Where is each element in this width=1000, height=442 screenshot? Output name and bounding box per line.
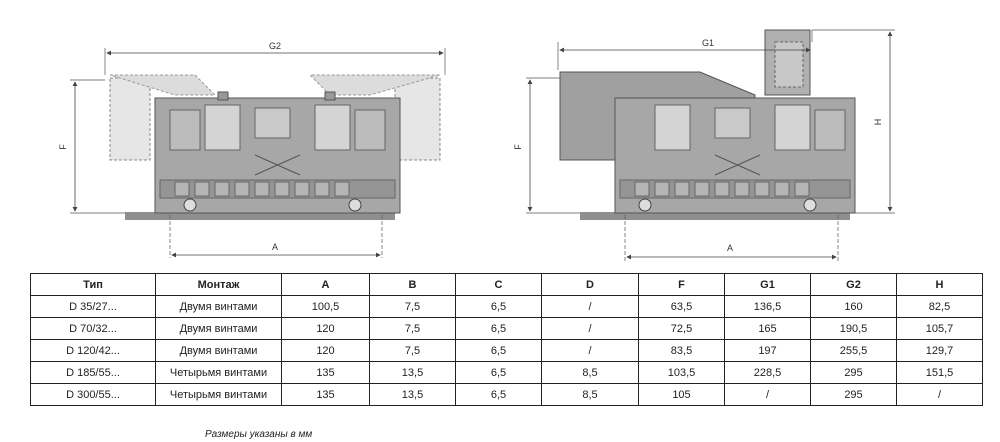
cell-g1: 136,5	[724, 295, 811, 318]
header-d: D	[541, 273, 639, 296]
header-b: B	[369, 273, 456, 296]
left-f-label: F	[58, 144, 68, 150]
left-terminal-drawing: G2 F A	[58, 41, 446, 258]
cell-type: D 120/42...	[30, 339, 156, 362]
cell-h: /	[896, 383, 983, 406]
cell-d: 8,5	[541, 383, 639, 406]
cell-f: 83,5	[638, 339, 725, 362]
header-a: A	[281, 273, 370, 296]
cell-b: 7,5	[369, 339, 456, 362]
cell-f: 63,5	[638, 295, 725, 318]
cell-f: 72,5	[638, 317, 725, 340]
cell-c: 6,5	[455, 295, 542, 318]
header-type: Тип	[30, 273, 156, 296]
cell-b: 7,5	[369, 317, 456, 340]
cell-g2: 190,5	[810, 317, 897, 340]
right-f-label: F	[513, 144, 523, 150]
left-g2-label: G2	[269, 41, 281, 51]
technical-drawings: G2 F A	[58, 29, 895, 262]
cell-h: 82,5	[896, 295, 983, 318]
cell-d: /	[541, 339, 639, 362]
cell-a: 120	[281, 339, 370, 362]
cell-g2: 295	[810, 361, 897, 384]
cell-g1: 165	[724, 317, 811, 340]
cell-c: 6,5	[455, 361, 542, 384]
left-screw-right	[348, 198, 362, 212]
right-g1-label: G1	[702, 38, 714, 48]
table-row: D 35/27... Двумя винтами 100,5 7,5 6,5 /…	[30, 295, 983, 318]
cell-b: 13,5	[369, 361, 456, 384]
cell-h: 129,7	[896, 339, 983, 362]
cell-mounting: Двумя винтами	[155, 339, 282, 362]
left-dashed-cover-right	[394, 77, 441, 161]
cell-type: D 300/55...	[30, 383, 156, 406]
right-h-label: H	[873, 119, 883, 126]
cell-d: /	[541, 295, 639, 318]
right-mounting-plate	[580, 212, 850, 220]
cell-c: 6,5	[455, 339, 542, 362]
header-c: C	[455, 273, 542, 296]
cell-mounting: Двумя винтами	[155, 317, 282, 340]
cell-g1: 197	[724, 339, 811, 362]
cell-f: 105	[638, 383, 725, 406]
left-mounting-plate	[125, 212, 395, 220]
cell-c: 6,5	[455, 383, 542, 406]
header-mounting: Монтаж	[155, 273, 282, 296]
right-screw-right	[803, 198, 817, 212]
cell-h: 105,7	[896, 317, 983, 340]
cell-mounting: Четырьмя винтами	[155, 361, 282, 384]
right-terminal-drawing: G1 F H A	[513, 29, 895, 262]
cell-g2: 255,5	[810, 339, 897, 362]
cell-type: D 35/27...	[30, 295, 156, 318]
cell-g1: /	[724, 383, 811, 406]
cell-a: 135	[281, 383, 370, 406]
right-screw-left	[638, 198, 652, 212]
cell-a: 120	[281, 317, 370, 340]
cell-d: 8,5	[541, 361, 639, 384]
table-row: D 185/55... Четырьмя винтами 135 13,5 6,…	[30, 361, 983, 384]
table-row: D 120/42... Двумя винтами 120 7,5 6,5 / …	[30, 339, 983, 362]
cell-mounting: Двумя винтами	[155, 295, 282, 318]
header-h: H	[896, 273, 983, 296]
cell-mounting: Четырьмя винтами	[155, 383, 282, 406]
units-note: Размеры указаны в мм	[205, 429, 313, 440]
left-a-label: A	[272, 242, 278, 252]
cell-type: D 185/55...	[30, 361, 156, 384]
cell-g2: 160	[810, 295, 897, 318]
cell-d: /	[541, 317, 639, 340]
table-header-row: Тип Монтаж A B C D F G1 G2 H	[30, 273, 983, 296]
header-g1: G1	[724, 273, 811, 296]
cell-g2: 295	[810, 383, 897, 406]
left-dashed-cover-left	[109, 77, 151, 161]
header-f: F	[638, 273, 725, 296]
table-row: D 70/32... Двумя винтами 120 7,5 6,5 / 7…	[30, 317, 983, 340]
cell-a: 100,5	[281, 295, 370, 318]
cell-b: 13,5	[369, 383, 456, 406]
cell-a: 135	[281, 361, 370, 384]
cell-b: 7,5	[369, 295, 456, 318]
cell-c: 6,5	[455, 317, 542, 340]
dimensions-table: Тип Монтаж A B C D F G1 G2 H D 35/27... …	[30, 273, 983, 406]
cell-f: 103,5	[638, 361, 725, 384]
cell-type: D 70/32...	[30, 317, 156, 340]
right-a-label: A	[727, 243, 733, 253]
left-screw-left	[183, 198, 197, 212]
cell-h: 151,5	[896, 361, 983, 384]
cell-g1: 228,5	[724, 361, 811, 384]
header-g2: G2	[810, 273, 897, 296]
table-row: D 300/55... Четырьмя винтами 135 13,5 6,…	[30, 383, 983, 406]
